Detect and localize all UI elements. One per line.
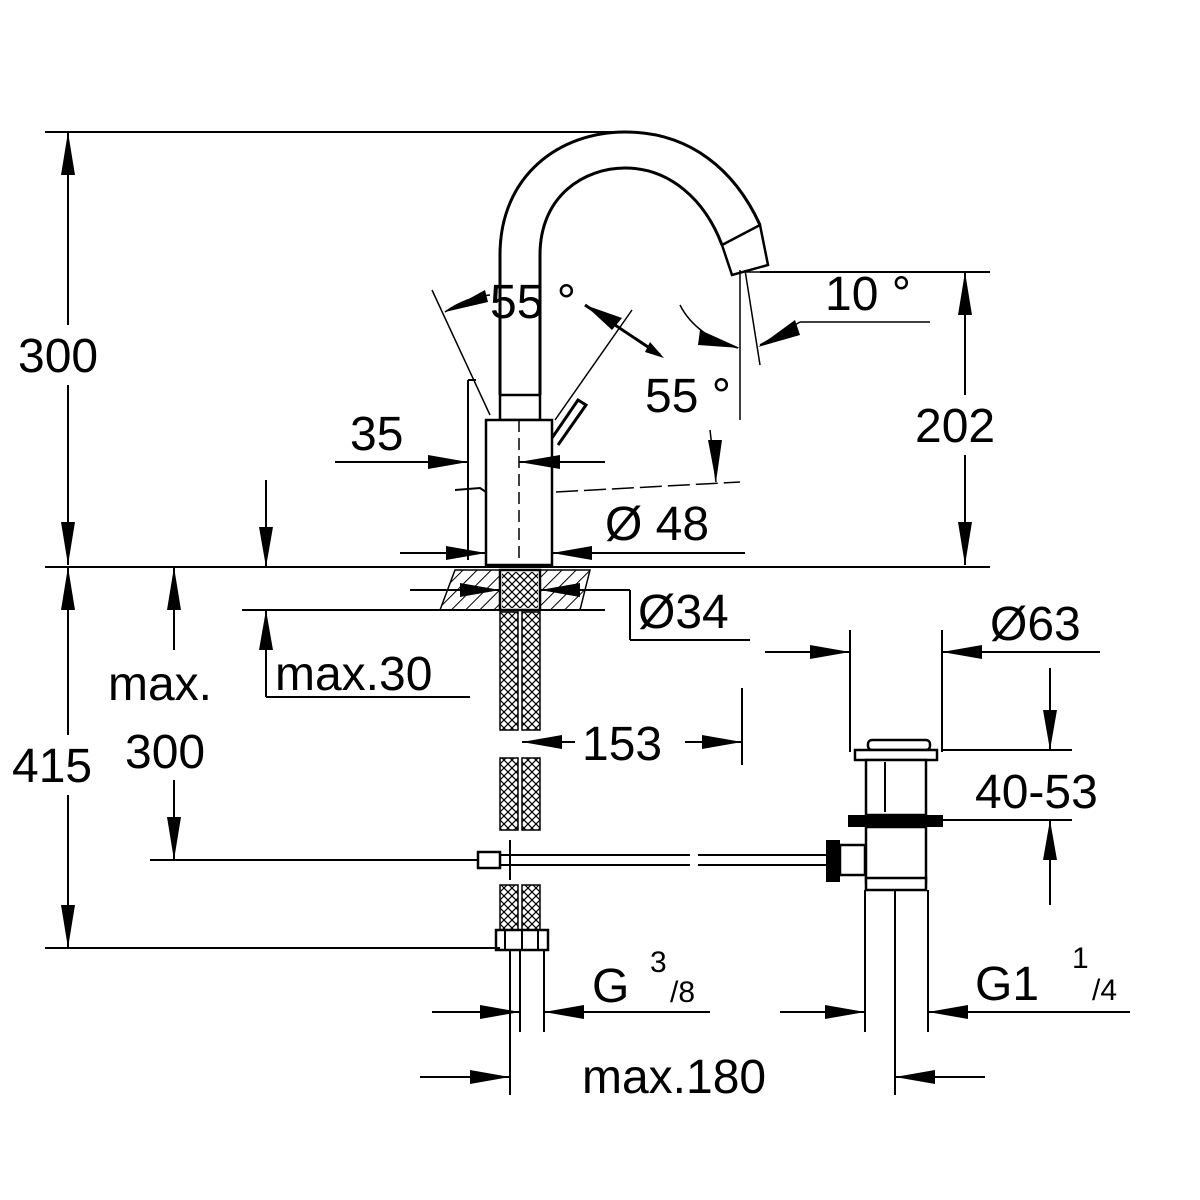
lever-offset-dimension: 35 [335,408,605,469]
spout-angle-label: 10 ° [825,268,911,321]
thread-left-sub: /8 [670,976,695,1009]
spout-height-label: 202 [915,400,995,453]
below-max-value: 300 [125,726,205,779]
body-diameter-label: Ø 48 [605,498,709,551]
lever-offset-label: 35 [350,408,403,461]
center-distance-dimension: 153 [522,688,743,771]
right-angle-dimension: 55 ° [554,303,731,423]
left-angle-dimension: 55 ° [431,276,576,416]
waste-diameter-dimension: Ø63 [765,598,1100,659]
spout-height-dimension: 202 [760,271,1015,565]
supply-hoses [494,611,550,1032]
waste-diameter-label: Ø63 [990,598,1081,651]
thread-left-dimension: G 3 /8 [432,946,710,1019]
below-total-label: 415 [12,740,92,793]
total-height-label: 300 [18,330,98,383]
below-max-label: max. [108,658,212,711]
below-max-dimension: max. 300 [108,567,500,861]
faucet-body [454,379,589,567]
thread-left-sup: 3 [650,946,667,979]
body-diameter-dimension: Ø 48 [400,429,745,560]
center-distance-label: 153 [582,718,662,771]
deck-thickness-dimension: max.30 [259,480,470,701]
total-height-dimension: 300 [18,131,625,565]
thread-right-sub: /4 [1092,974,1117,1007]
bottom-spacing-dimension: max.180 [420,1032,985,1104]
left-angle-label: 55 ° [490,276,576,329]
thread-left-main: G [592,960,629,1013]
thread-right-sup: 1 [1072,942,1089,975]
bottom-spacing-label: max.180 [582,1051,766,1104]
waste-range-dimension: 40-53 [942,668,1098,905]
waste-range-label: 40-53 [975,766,1098,819]
popup-rod [476,840,867,882]
right-angle-label: 55 ° [645,370,731,423]
thread-right-main: G1 [975,958,1039,1011]
spout-angle-dimension: 10 ° [679,268,930,420]
thread-right-dimension: G1 1 /4 [780,942,1130,1019]
deck-thickness-label: max.30 [275,648,432,701]
waste-fitting [848,630,943,1095]
hole-diameter-label: Ø34 [638,586,729,639]
hole-diameter-dimension: Ø34 [410,583,750,641]
deck-section [45,566,990,612]
spout [498,130,770,395]
below-total-dimension: 415 [12,567,500,949]
